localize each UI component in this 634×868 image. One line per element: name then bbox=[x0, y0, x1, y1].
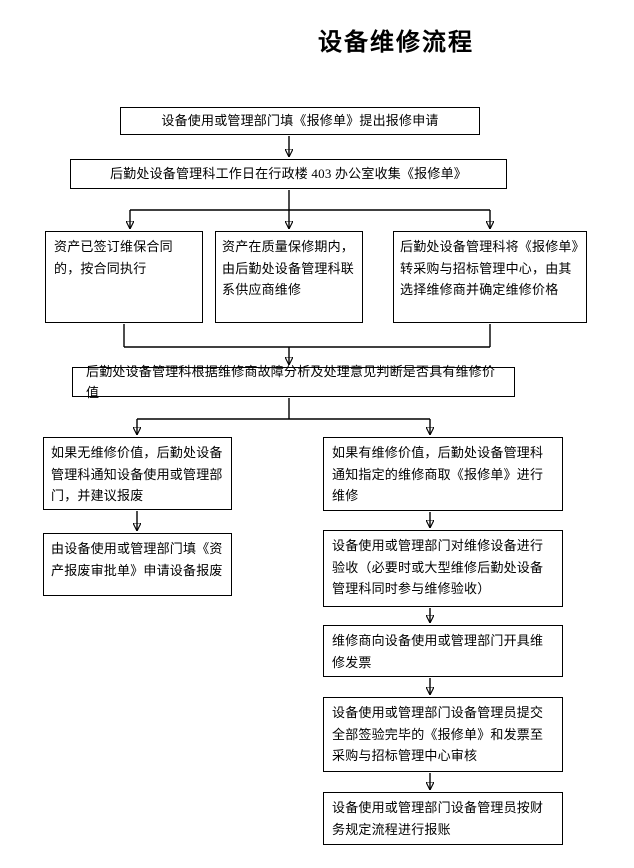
node-warranty-contract: 资产已签订维保合同的，按合同执行 bbox=[45, 231, 203, 323]
node-has-repair-value-notify-vendor: 如果有维修价值，后勤处设备管理科通知指定的维修商取《报修单》进行维修 bbox=[323, 437, 563, 511]
node-collect-repair-forms: 后勤处设备管理科工作日在行政楼 403 办公室收集《报修单》 bbox=[70, 159, 507, 189]
page-title: 设备维修流程 bbox=[318, 30, 474, 56]
node-submit-repair-request: 设备使用或管理部门填《报修单》提出报修申请 bbox=[120, 107, 480, 135]
node-vendor-invoice: 维修商向设备使用或管理部门开具维修发票 bbox=[323, 625, 563, 677]
node-submit-forms-for-audit: 设备使用或管理部门设备管理员提交全部签验完毕的《报修单》和发票至采购与招标管理中… bbox=[323, 697, 563, 772]
node-apply-equipment-scrap: 由设备使用或管理部门填《资产报废审批单》申请设备报废 bbox=[43, 533, 232, 596]
node-acceptance-check: 设备使用或管理部门对维修设备进行验收（必要时或大型维修后勤处设备管理科同时参与维… bbox=[323, 530, 563, 607]
node-reimbursement: 设备使用或管理部门设备管理员按财务规定流程进行报账 bbox=[323, 792, 563, 845]
node-quality-warranty-period: 资产在质量保修期内，由后勤处设备管理科联系供应商维修 bbox=[215, 231, 363, 323]
node-judge-repair-value: 后勤处设备管理科根据维修商故障分析及处理意见判断是否具有维修价值 bbox=[72, 364, 515, 400]
node-no-repair-value-notify: 如果无维修价值，后勤处设备管理科通知设备使用或管理部门，并建议报废 bbox=[43, 437, 232, 510]
node-transfer-to-procurement: 后勤处设备管理科将《报修单》转采购与招标管理中心，由其选择维修商并确定维修价格 bbox=[393, 231, 587, 323]
